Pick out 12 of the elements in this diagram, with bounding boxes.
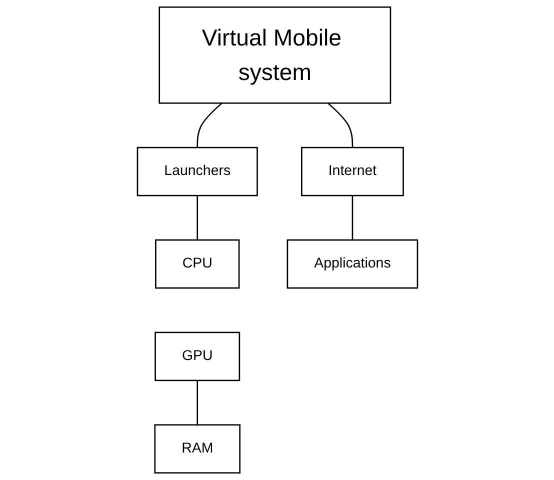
connector: [326, 102, 353, 148]
node-box: RAM: [154, 424, 240, 474]
node-box: GPU: [154, 332, 240, 382]
node-box: Virtual Mobile system: [158, 6, 391, 104]
node-box: CPU: [154, 239, 240, 289]
connector: [351, 196, 353, 240]
node-box: Launchers: [136, 146, 258, 196]
node-box: Applications: [286, 239, 418, 289]
connector: [196, 102, 222, 148]
connector: [196, 380, 198, 425]
node-box: Internet: [300, 146, 404, 196]
connector: [196, 196, 198, 240]
